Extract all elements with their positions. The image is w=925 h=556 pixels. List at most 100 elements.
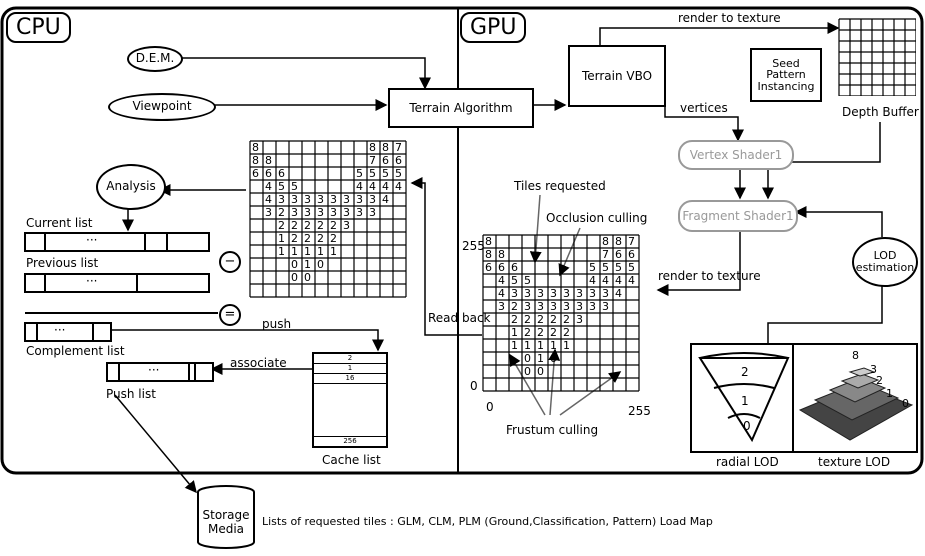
cpu-grid-cell-value: 1 xyxy=(304,258,311,271)
gpu-grid-cell-value: 8 xyxy=(498,248,505,261)
cpu-grid-cell-value: 2 xyxy=(330,232,337,245)
cpu-grid-cell-value: 0 xyxy=(291,258,298,271)
gpu-grid-cell-value: 1 xyxy=(563,339,570,352)
gpu-grid-cell-value: 1 xyxy=(511,326,518,339)
cpu-grid-cell-value: 8 xyxy=(265,154,272,167)
current-list-dots: ··· xyxy=(86,233,98,247)
cpu-grid-cell-value: 4 xyxy=(369,180,376,193)
gpu-grid-cell-value: 3 xyxy=(589,300,596,313)
frustum-culling-label: Frustum culling xyxy=(506,423,599,437)
gpu-grid-cell-value: 3 xyxy=(589,287,596,300)
cache-row: 2 xyxy=(314,354,386,364)
gpu-title: GPU xyxy=(460,12,527,43)
cpu-grid-cell-value: 3 xyxy=(369,206,376,219)
gpu-grid-cell-value: 5 xyxy=(589,261,596,274)
cache-list-box: 2 1 16 256 xyxy=(312,352,388,448)
previous-list-bar: ··· xyxy=(24,273,210,293)
gpu-grid-cell-value: 7 xyxy=(602,248,609,261)
push-list-dots: ··· xyxy=(148,363,160,377)
cpu-grid-cell-value: 2 xyxy=(330,219,337,232)
gpu-grid-cell-value: 3 xyxy=(550,287,557,300)
gpu-grid-cell-value: 2 xyxy=(524,326,531,339)
render-to-texture-top-label: render to texture xyxy=(678,11,781,25)
gpu-axis-255-top: 255 xyxy=(462,239,485,253)
lod-panel xyxy=(690,343,918,453)
read-back-label: Read back xyxy=(428,311,491,325)
current-list-bar: ··· xyxy=(24,232,210,252)
radial-level-2: 2 xyxy=(741,365,749,379)
gpu-grid-cell-value: 0 xyxy=(537,365,544,378)
gpu-grid-cell-value: 3 xyxy=(576,300,583,313)
gpu-grid-cell-value: 4 xyxy=(628,274,635,287)
gpu-grid-cell-value: 4 xyxy=(615,287,622,300)
gpu-axis-255-right: 255 xyxy=(628,404,651,418)
gpu-grid-cell-value: 5 xyxy=(524,274,531,287)
cpu-grid-cell-value: 3 xyxy=(304,206,311,219)
cpu-grid-cell-value: 2 xyxy=(278,206,285,219)
gpu-axis-0-left: 0 xyxy=(470,379,478,393)
gpu-grid-cell-value: 2 xyxy=(550,313,557,326)
cpu-grid-cell-value: 3 xyxy=(343,219,350,232)
radial-lod-diagram xyxy=(698,352,790,443)
gpu-grid-cell-value: 5 xyxy=(615,261,622,274)
complement-list-dots: ··· xyxy=(54,323,66,337)
gpu-grid-cell-value: 8 xyxy=(615,235,622,248)
gpu-grid-cell-value: 2 xyxy=(550,326,557,339)
radial-level-1: 1 xyxy=(741,394,749,408)
texture-level-8: 8 xyxy=(852,349,859,362)
cpu-grid-cell-value: 0 xyxy=(304,271,311,284)
cpu-title: CPU xyxy=(6,12,71,43)
cpu-grid-cell-value: 3 xyxy=(278,193,285,206)
gpu-grid-cell-value: 2 xyxy=(511,300,518,313)
gpu-grid-cell-value: 4 xyxy=(589,274,596,287)
equals-operator: = xyxy=(219,304,241,326)
push-list-label: Push list xyxy=(106,387,156,401)
texture-level-2: 2 xyxy=(876,374,883,387)
texture-level-1: 1 xyxy=(886,387,893,400)
dem-node: D.E.M. xyxy=(127,46,183,72)
gpu-grid-cell-value: 3 xyxy=(576,287,583,300)
cpu-grid-cell-value: 7 xyxy=(395,141,402,154)
gpu-grid-cell-value: 2 xyxy=(537,313,544,326)
caption-text: Lists of requested tiles : GLM, CLM, PLM… xyxy=(262,515,713,528)
gpu-grid-cell-value: 2 xyxy=(563,313,570,326)
cache-row: 256 xyxy=(314,436,386,446)
tiles-requested-label: Tiles requested xyxy=(514,179,606,193)
occlusion-culling-label: Occlusion culling xyxy=(546,211,648,225)
cpu-grid-cell-value: 6 xyxy=(395,154,402,167)
cpu-grid-cell-value: 2 xyxy=(304,219,311,232)
cpu-grid-cell-value: 2 xyxy=(304,232,311,245)
cpu-grid-cell-value: 6 xyxy=(382,154,389,167)
cpu-grid-cell-value: 6 xyxy=(265,167,272,180)
gpu-grid-cell-value: 4 xyxy=(498,274,505,287)
current-list-label: Current list xyxy=(26,216,93,230)
terrain-vbo-box: Terrain VBO xyxy=(568,45,666,107)
cache-row: 1 xyxy=(314,364,386,374)
gpu-grid-cell-value: 2 xyxy=(537,326,544,339)
vertices-label: vertices xyxy=(680,101,728,115)
vertex-shader-box: Vertex Shader1 xyxy=(678,140,794,170)
gpu-grid-cell-value: 3 xyxy=(537,287,544,300)
cpu-grid-cell-value: 3 xyxy=(356,206,363,219)
gpu-grid-cell-value: 4 xyxy=(615,274,622,287)
cpu-grid-cell-value: 3 xyxy=(291,206,298,219)
gpu-grid-cell-value: 0 xyxy=(550,352,557,365)
push-label: push xyxy=(262,317,292,331)
depth-buffer-label: Depth Buffer xyxy=(842,105,919,119)
cpu-grid-cell-value: 1 xyxy=(304,245,311,258)
cpu-grid-cell-value: 3 xyxy=(330,206,337,219)
push-list-bar: ··· xyxy=(106,362,214,382)
cpu-grid-cell-value: 3 xyxy=(291,193,298,206)
cpu-grid-cell-value: 2 xyxy=(317,219,324,232)
cpu-grid-cell-value: 3 xyxy=(343,193,350,206)
cpu-grid-cell-value: 1 xyxy=(317,245,324,258)
gpu-grid-cell-value: 1 xyxy=(511,339,518,352)
cpu-grid-cell-value: 3 xyxy=(369,193,376,206)
render-to-texture-mid-label: render to texture xyxy=(658,269,761,283)
complement-list-bar: ··· xyxy=(24,322,112,342)
gpu-grid-cell-value: 0 xyxy=(524,365,531,378)
cpu-grid-cell-value: 8 xyxy=(252,154,259,167)
gpu-grid-cell-value: 6 xyxy=(511,261,518,274)
